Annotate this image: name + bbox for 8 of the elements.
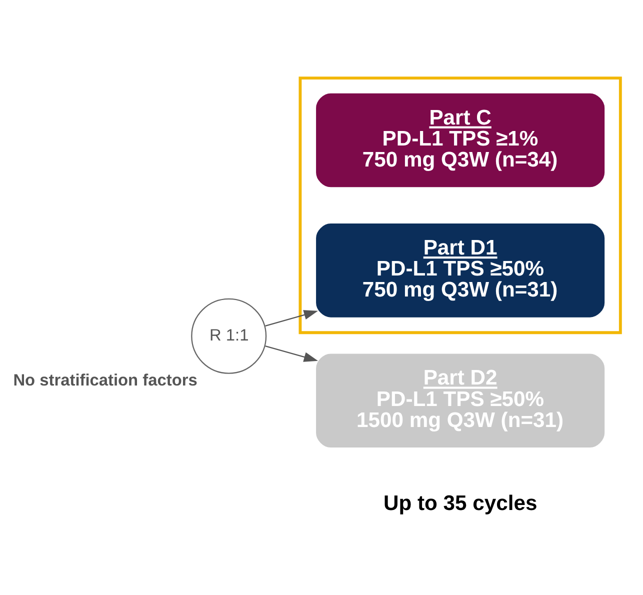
node-box: Part C PD-L1 TPS ≥1% 750 mg Q3W (n=34) xyxy=(316,92,605,187)
arrow xyxy=(265,310,318,326)
node-label: No stratification factors xyxy=(13,370,198,389)
arrow xyxy=(265,344,318,362)
node-box: Part D1 PD-L1 TPS ≥50% 750 mg Q3W (n=31) xyxy=(316,223,605,317)
label: Up to 35 cycles xyxy=(383,492,538,515)
cluster xyxy=(298,76,622,334)
node-circle: R 1:1 xyxy=(191,298,267,374)
